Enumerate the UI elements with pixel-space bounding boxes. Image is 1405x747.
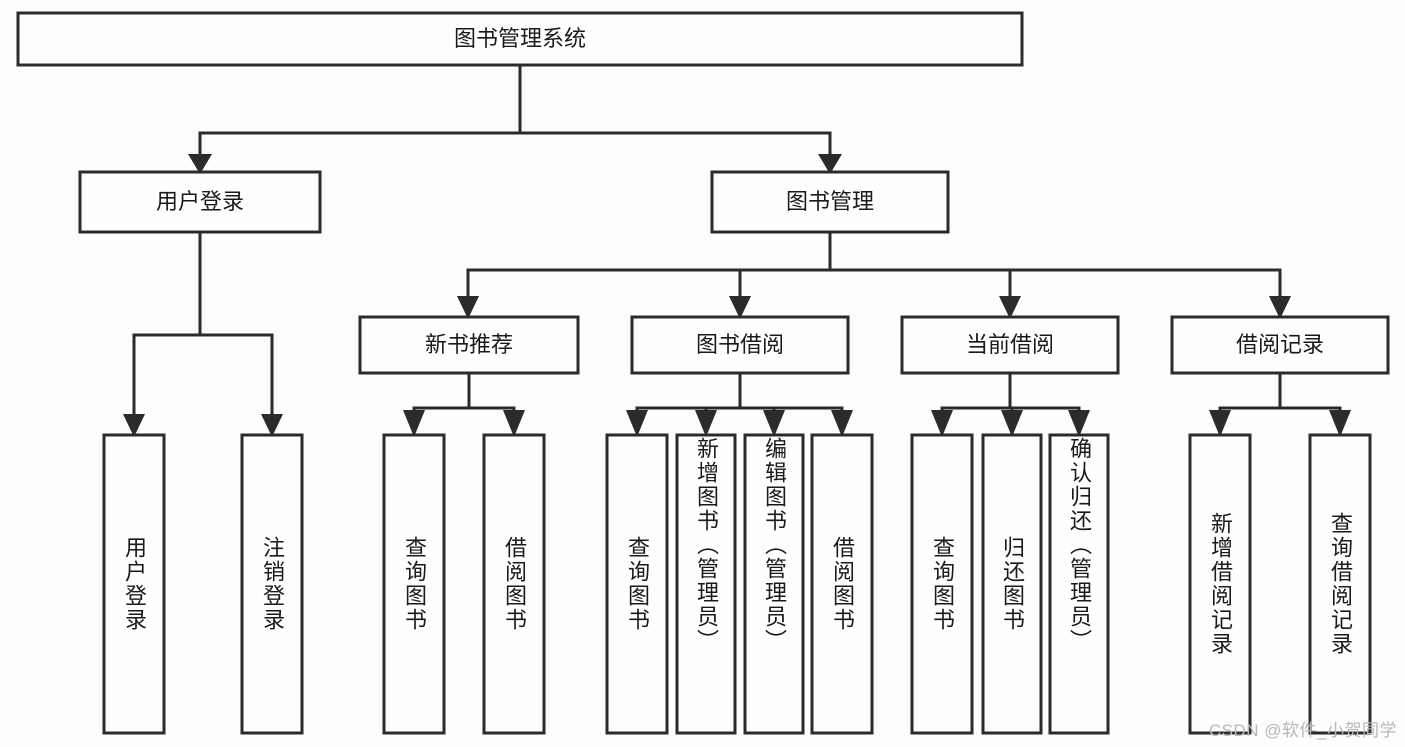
node-borrow-record-label: 借阅记录 [1236, 332, 1324, 357]
arrowhead-bb-borrow-book [831, 410, 853, 437]
arrowhead-to-user-login [188, 154, 212, 174]
arrowhead-to-borrow-record [1269, 296, 1291, 319]
node-current-borrow[interactable]: 当前借阅 [900, 315, 1120, 375]
node-root-label: 图书管理系统 [454, 26, 586, 51]
leaf-box-bb-borrow-book[interactable] [810, 433, 874, 735]
leaf-box-cb-confirm-return[interactable] [1048, 433, 1110, 735]
node-new-book-recommend-label: 新书推荐 [425, 332, 513, 357]
node-borrow-record[interactable]: 借阅记录 [1170, 315, 1390, 375]
node-new-book-recommend-box[interactable] [358, 315, 580, 375]
leaf-box-cb-query-book[interactable] [910, 433, 974, 735]
arrowhead-leaf-logout [261, 414, 283, 437]
connector-group-book-borrow-to-leaves [626, 371, 853, 437]
leaf-box-bb-edit-book[interactable] [743, 433, 805, 735]
connector-group-root-to-level1 [188, 63, 842, 174]
arrowhead-bb-query-book [626, 410, 648, 437]
arrowhead-to-new-book-rec [457, 296, 479, 319]
connector-group-current-borrow-to-leaves [931, 371, 1090, 437]
node-borrow-record-box[interactable] [1170, 315, 1390, 375]
connector-group-book-mgmt-to-level2 [457, 230, 1291, 319]
leaf-box-br-add-record[interactable] [1188, 433, 1252, 735]
arrowhead-bb-edit-book [763, 410, 785, 437]
leaf-box-br-query-record[interactable] [1308, 433, 1372, 735]
leaf-box-nbr-query-book[interactable] [382, 433, 446, 735]
arrowhead-cb-confirm-return [1068, 410, 1090, 437]
leaf-box-logout[interactable] [240, 433, 304, 735]
node-user-login-box[interactable] [78, 170, 322, 234]
node-book-management[interactable]: 图书管理 [710, 170, 950, 234]
arrowhead-to-book-mgmt [818, 154, 842, 174]
arrowhead-leaf-user-login [123, 414, 145, 437]
node-root-box[interactable] [16, 11, 1024, 67]
connector-group-borrow-record-to-leaves [1209, 371, 1351, 437]
arrowhead-br-query-record [1329, 410, 1351, 437]
arrowhead-cb-return-book [1001, 410, 1023, 437]
node-root[interactable]: 图书管理系统 [16, 11, 1024, 67]
connector-group-new-book-rec-to-leaves [403, 371, 525, 437]
csdn-watermark: CSDN @软件_小贺同学 [1208, 721, 1397, 740]
leaf-box-bb-add-book[interactable] [675, 433, 737, 735]
arrowhead-bb-add-book [695, 410, 717, 437]
arrowhead-nbr-query-book [403, 410, 425, 437]
node-book-borrow[interactable]: 图书借阅 [630, 315, 850, 375]
connector-group-user-login-to-leaves [123, 230, 283, 437]
node-user-login[interactable]: 用户登录 [78, 170, 322, 234]
arrowhead-br-add-record [1209, 410, 1231, 437]
node-book-borrow-label: 图书借阅 [696, 332, 784, 357]
leaf-box-nbr-borrow-book[interactable] [482, 433, 546, 735]
node-current-borrow-label: 当前借阅 [966, 332, 1054, 357]
node-current-borrow-box[interactable] [900, 315, 1120, 375]
node-user-login-label: 用户登录 [156, 189, 244, 214]
arrowhead-to-book-borrow [729, 296, 751, 319]
node-new-book-recommend[interactable]: 新书推荐 [358, 315, 580, 375]
leaf-box-cb-return-book[interactable] [981, 433, 1043, 735]
node-book-management-box[interactable] [710, 170, 950, 234]
arrowhead-to-current-borrow [999, 296, 1021, 319]
node-book-management-label: 图书管理 [786, 189, 874, 214]
leaf-box-bb-query-book[interactable] [605, 433, 669, 735]
arrowhead-cb-query-book [931, 410, 953, 437]
arrowhead-nbr-borrow-book [503, 410, 525, 437]
node-book-borrow-box[interactable] [630, 315, 850, 375]
leaf-box-user-login[interactable] [102, 433, 166, 735]
